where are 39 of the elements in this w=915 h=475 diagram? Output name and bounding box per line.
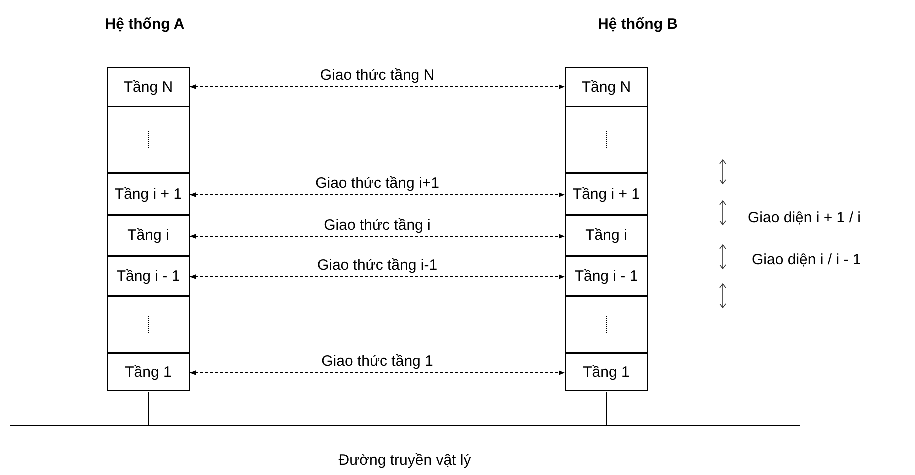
connector-arrow <box>190 370 566 376</box>
layer-name: Tầng 1 <box>583 364 630 380</box>
connector-arrow <box>190 234 566 239</box>
edge-label: Giao thức tầng 1 <box>320 353 436 370</box>
connector-arrow <box>190 84 566 90</box>
interface-label: Giao diện i + 1 / i <box>748 210 861 226</box>
layer-name: Tầng i - 1 <box>574 268 638 284</box>
layer-box <box>565 296 648 353</box>
layer-box <box>107 256 190 296</box>
layer-box <box>107 353 190 391</box>
edge-label: Giao thức tầng i <box>322 216 433 234</box>
layer-box <box>107 215 190 256</box>
layer-box <box>107 106 190 173</box>
layer-name: Tầng i <box>128 227 170 244</box>
layer-box <box>107 67 190 107</box>
medium-label: Đường truyền vật lý <box>338 452 472 469</box>
system-heading: Hệ thống A <box>105 16 185 33</box>
layer-name: Tầng N <box>582 78 632 96</box>
layer-box <box>107 173 190 215</box>
interface-label: Giao diện i / i - 1 <box>752 252 862 268</box>
layer-box <box>565 173 648 215</box>
layer-name: Tầng i - 1 <box>116 268 180 284</box>
layer-name: Tầng i + 1 <box>114 186 182 202</box>
layer-box <box>565 353 648 391</box>
layer-box <box>565 215 648 256</box>
connector-arrow <box>190 274 566 280</box>
connector-arrow <box>190 192 566 198</box>
transmission-medium-line <box>10 425 800 471</box>
layer-name: Tầng i + 1 <box>572 186 640 202</box>
system-heading: Hệ thống B <box>598 16 678 33</box>
layer-box <box>107 296 190 353</box>
layer-name: Tầng i <box>586 227 628 244</box>
layer-name: Tầng N <box>124 78 174 96</box>
layer-box <box>565 106 648 173</box>
layer-box <box>565 67 648 107</box>
layer-name: Tầng 1 <box>125 364 172 380</box>
edge-label: Giao thức tầng i-1 <box>315 257 440 274</box>
edge-label: Giao thức tầng i+1 <box>314 175 442 192</box>
layer-box <box>565 256 648 296</box>
